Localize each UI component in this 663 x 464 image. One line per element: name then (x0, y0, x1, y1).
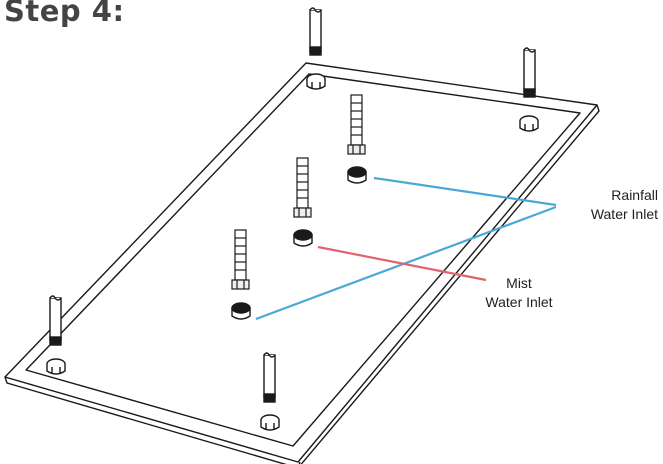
rainfall-inlet-upper (347, 166, 367, 184)
hose-connector-lower (231, 229, 250, 290)
rainfall-callout-line-lower (255, 205, 557, 321)
mist-water-inlet-label: Mist Water Inlet (485, 275, 553, 310)
mist-inlet (293, 229, 313, 247)
leg-right (523, 47, 536, 98)
corner-nut-right (519, 115, 539, 132)
corner-nut-bottom (260, 414, 280, 431)
hose-connector-upper (347, 94, 366, 155)
hose-connector-middle (293, 157, 312, 218)
leg-bottom (263, 352, 276, 403)
rainfall-water-inlet-label: Rainfall Water Inlet (590, 187, 658, 222)
leg-top (309, 7, 322, 56)
rainfall-callout-line-upper (373, 176, 557, 207)
corner-nut-left (46, 358, 66, 375)
leg-left (49, 295, 62, 346)
mist-callout-line (317, 245, 487, 282)
plate-thickness (4, 376, 301, 464)
plate-outer-edge (4, 62, 598, 463)
step-title: Step 4: (4, 0, 125, 28)
corner-nut-top (306, 73, 326, 90)
plate-inner-rim (25, 73, 581, 447)
rainfall-inlet-lower (231, 302, 251, 320)
